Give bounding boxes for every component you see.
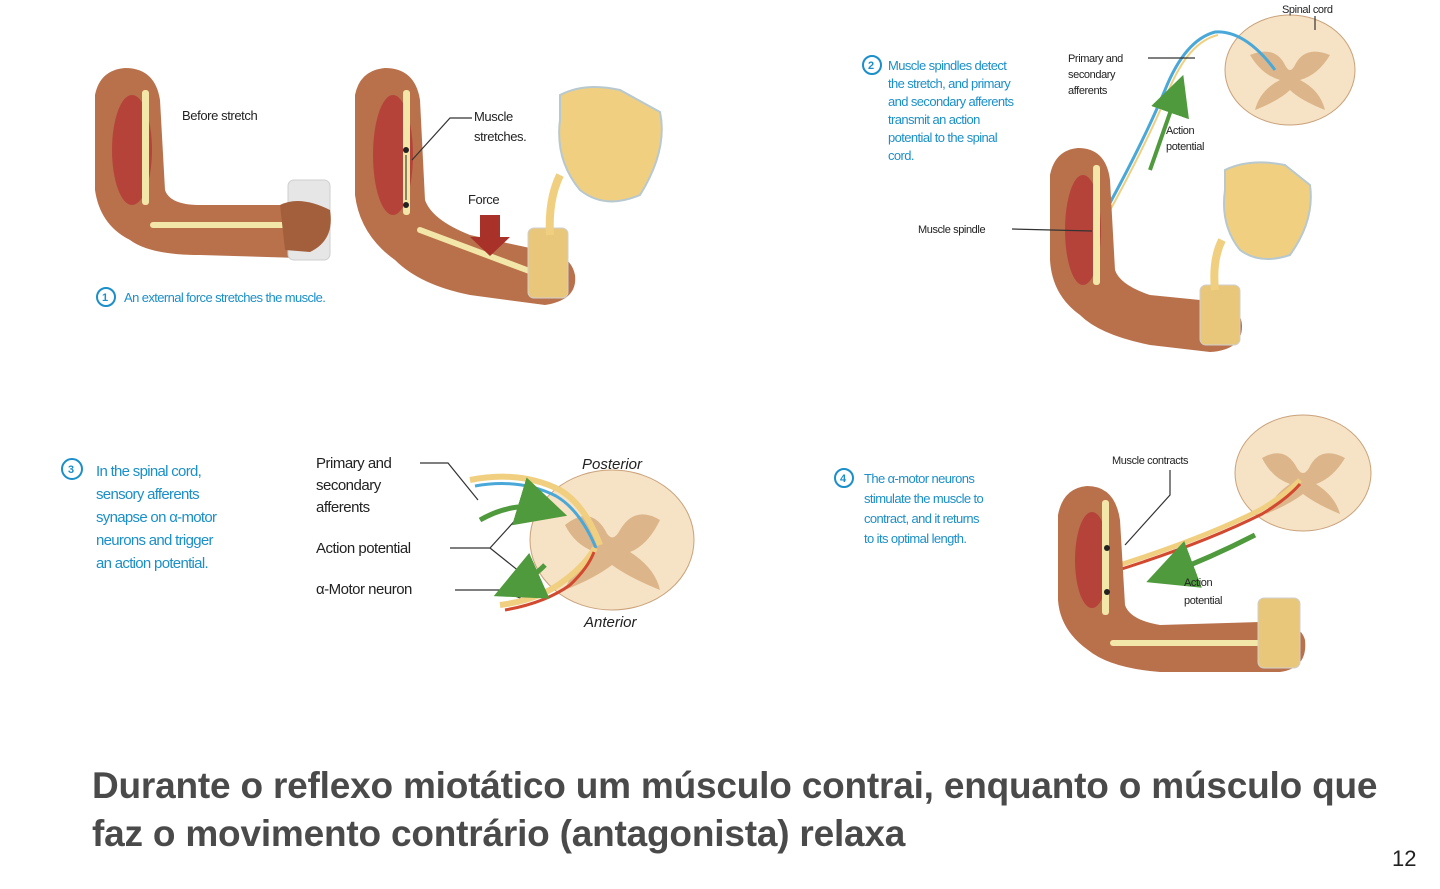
spinal-cord-section-2 — [1224, 14, 1356, 126]
arm-stretched — [355, 68, 663, 305]
footer-statement: Durante o reflexo miotático um músculo c… — [92, 765, 1378, 854]
caption-4-line-3: contract, and it returns — [864, 511, 980, 526]
step-4-number: 4 — [840, 473, 847, 485]
caption-3-line-2: sensory afferents — [96, 486, 199, 503]
caption-1: An external force stretches the muscle. — [124, 290, 325, 305]
label-ap-3: Action potential — [316, 540, 411, 557]
step-3-number: 3 — [68, 464, 74, 476]
arm-panel-4 — [1058, 486, 1306, 672]
label-afferents-3-line-2: secondary — [316, 477, 382, 494]
label-afferents-2-line-2: secondary — [1068, 69, 1116, 81]
caption-2-line-4: transmit an action — [888, 112, 980, 127]
force-arrow-icon — [470, 215, 510, 256]
label-ap-2-line-2: potential — [1166, 141, 1204, 153]
step-1-badge — [96, 287, 116, 307]
label-motor-neuron-3: α-Motor neuron — [316, 581, 412, 598]
step-1-number: 1 — [102, 292, 108, 304]
label-ap-2-line-1: Action — [1166, 125, 1194, 137]
ap-arrow-4 — [1146, 532, 1257, 588]
page-number: 12 — [1392, 846, 1417, 871]
panel-4: 4 The α-motor neurons stimulate the musc… — [834, 414, 1372, 672]
caption-3-line-3: synapse on α-motor — [96, 509, 217, 526]
panel-2: 2 Muscle spindles detect the stretch, an… — [862, 4, 1356, 352]
caption-2-line-1: Muscle spindles detect — [888, 58, 1007, 73]
caption-4-line-1: The α-motor neurons — [864, 471, 975, 486]
motor-fiber-3 — [504, 551, 596, 612]
step-4-badge — [834, 468, 854, 488]
ap-arrow-3-out — [493, 552, 550, 599]
label-afferents-2-line-3: afferents — [1068, 85, 1108, 97]
caption-2-line-2: the stretch, and primary — [888, 76, 1011, 91]
panel-1: Before stretch Muscle stretches. Force 1… — [95, 68, 663, 307]
label-muscle-stretches-1: Muscle — [474, 109, 513, 124]
label-force: Force — [468, 192, 499, 207]
arm-panel-2 — [1050, 148, 1312, 352]
ap-arrow-3-in — [478, 477, 568, 526]
caption-3-line-5: an action potential. — [96, 555, 208, 572]
label-before-stretch: Before stretch — [182, 108, 257, 123]
label-afferents-2-line-1: Primary and — [1068, 53, 1123, 65]
caption-3-line-1: In the spinal cord, — [96, 463, 201, 480]
caption-2-line-6: cord. — [888, 148, 914, 163]
caption-2-line-3: and secondary afferents — [888, 94, 1015, 109]
label-ap-4-line-2: potential — [1184, 595, 1222, 607]
step-2-number: 2 — [868, 60, 874, 72]
label-muscle-stretches-2: stretches. — [474, 129, 526, 144]
label-anterior: Anterior — [583, 614, 638, 631]
step-3-badge — [61, 458, 83, 480]
label-posterior: Posterior — [582, 456, 643, 473]
label-muscle-contracts: Muscle contracts — [1112, 455, 1189, 467]
label-afferents-3-line-1: Primary and — [316, 455, 392, 472]
caption-4-line-2: stimulate the muscle to — [864, 491, 984, 506]
label-spinal-cord: Spinal cord — [1282, 4, 1333, 16]
step-2-badge — [862, 55, 882, 75]
label-ap-4-line-1: Action — [1184, 577, 1212, 589]
caption-2-line-5: potential to the spinal — [888, 130, 998, 145]
caption-4-line-4: to its optimal length. — [864, 531, 966, 546]
leader-muscle-stretches — [411, 117, 472, 161]
label-muscle-spindle: Muscle spindle — [918, 224, 985, 236]
action-potential-arrow-2 — [1148, 74, 1189, 171]
caption-3-line-4: neurons and trigger — [96, 532, 213, 549]
arm-before-stretch — [95, 68, 331, 261]
panel-3: 3 In the spinal cord, sensory afferents … — [61, 455, 695, 631]
label-afferents-3-line-3: afferents — [316, 499, 370, 516]
sensory-afferent-path — [1093, 30, 1277, 231]
